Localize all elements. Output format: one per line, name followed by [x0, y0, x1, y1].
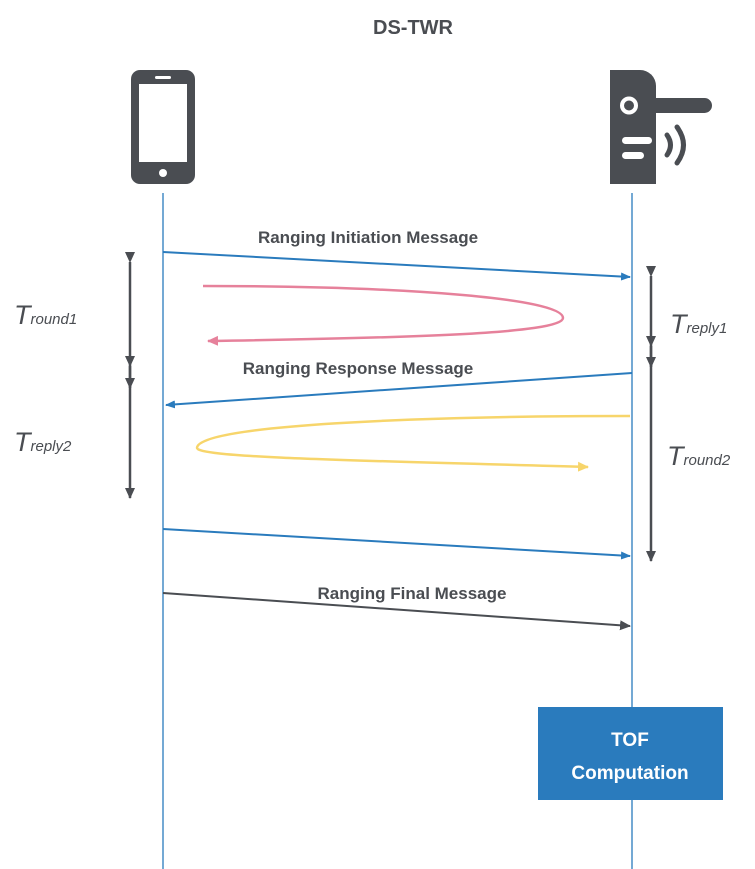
round2-label: Tround2 — [667, 441, 731, 471]
response-message-arrow — [165, 372, 633, 409]
computation-trigger-arrow — [162, 592, 631, 631]
diagram-title: DS-TWR — [373, 17, 454, 39]
tof-computation-box: TOF Computation — [538, 707, 723, 800]
reply2-loop-curve — [195, 414, 631, 472]
tof-computation-line2: Computation — [571, 763, 688, 784]
reply1-label: Treply1 — [670, 309, 727, 339]
final-message-label: Ranging Final Message — [318, 584, 507, 603]
response-message-label: Ranging Response Message — [243, 359, 474, 378]
round1-label: Tround1 — [14, 300, 77, 330]
reply2-label: Treply2 — [14, 427, 72, 457]
initiation-message-label: Ranging Initiation Message — [258, 228, 478, 247]
final-message-arrow — [162, 528, 631, 560]
smartphone-icon — [131, 70, 195, 184]
reply1-loop-curve — [202, 284, 565, 346]
initiation-message-arrow — [162, 251, 631, 281]
tof-computation-line1: TOF — [611, 730, 649, 751]
smart-lock-icon — [610, 70, 712, 184]
